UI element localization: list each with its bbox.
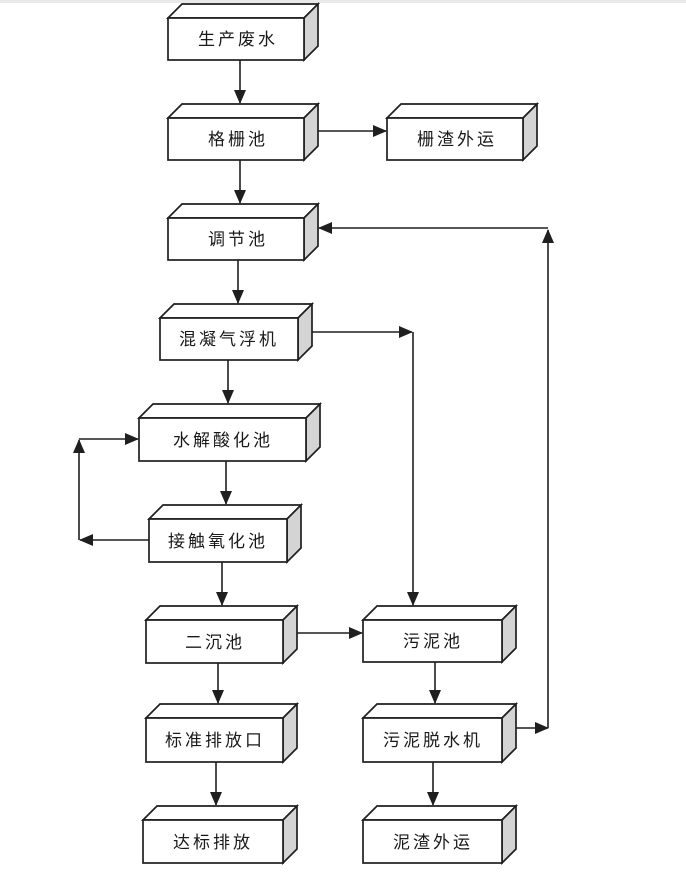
node-label: 泥渣外运 xyxy=(393,833,473,853)
node-label: 达标排放 xyxy=(173,833,253,853)
node-standard-discharge-outlet: 标准排放口 xyxy=(143,701,300,765)
node-hydrolysis-acidification-pool: 水解酸化池 xyxy=(136,401,323,464)
node-contact-oxidation-pool: 接触氧化池 xyxy=(146,502,304,565)
box-top-face xyxy=(384,103,540,119)
box-top-face xyxy=(140,805,300,821)
box-top-face xyxy=(165,203,321,219)
node-label: 标准排放口 xyxy=(165,731,265,751)
box-top-face xyxy=(157,303,315,319)
node-sludge-dewatering-machine: 污泥脱水机 xyxy=(360,701,519,765)
node-production-wastewater: 生产废水 xyxy=(165,1,321,63)
box-front-face xyxy=(148,518,288,563)
box-top-face xyxy=(146,504,304,520)
box-front-face xyxy=(138,417,307,462)
node-compliant-discharge: 达标排放 xyxy=(140,803,300,866)
node-grid-pool: 格栅池 xyxy=(165,101,321,163)
box-top-face xyxy=(136,403,323,419)
box-top-face xyxy=(165,3,321,19)
node-label: 栅渣外运 xyxy=(417,130,497,150)
box-front-face xyxy=(386,117,524,161)
node-label: 水解酸化池 xyxy=(173,431,273,451)
node-label: 二沉池 xyxy=(185,633,245,653)
box-front-face xyxy=(167,217,305,261)
box-top-face xyxy=(143,605,300,621)
box-front-face xyxy=(145,619,284,664)
box-top-face xyxy=(360,605,519,621)
box-front-face xyxy=(362,819,503,864)
node-label: 混凝气浮机 xyxy=(179,330,279,350)
node-coagulation-air-flotation: 混凝气浮机 xyxy=(157,301,315,363)
box-top-face xyxy=(143,703,300,719)
node-sludge-residue-transport: 泥渣外运 xyxy=(360,803,519,866)
node-sludge-pool: 污泥池 xyxy=(360,603,519,665)
node-label: 生产废水 xyxy=(198,30,278,50)
node-label: 格栅池 xyxy=(208,130,268,150)
page-top-edge xyxy=(0,0,686,3)
node-label: 污泥脱水机 xyxy=(383,731,483,751)
box-front-face xyxy=(159,317,299,361)
node-secondary-sedimentation-pool: 二沉池 xyxy=(143,603,300,666)
box-front-face xyxy=(362,717,503,763)
box-front-face xyxy=(145,717,284,763)
box-top-face xyxy=(360,805,519,821)
box-front-face xyxy=(167,17,305,61)
node-label: 接触氧化池 xyxy=(168,532,268,552)
box-front-face xyxy=(362,619,503,663)
box-top-face xyxy=(165,103,321,119)
node-regulating-pool: 调节池 xyxy=(165,201,321,263)
node-grid-residue-transport: 栅渣外运 xyxy=(384,101,540,163)
box-front-face xyxy=(142,819,284,864)
node-label: 调节池 xyxy=(208,230,268,250)
box-front-face xyxy=(167,117,305,161)
node-label: 污泥池 xyxy=(403,632,463,652)
box-top-face xyxy=(360,703,519,719)
